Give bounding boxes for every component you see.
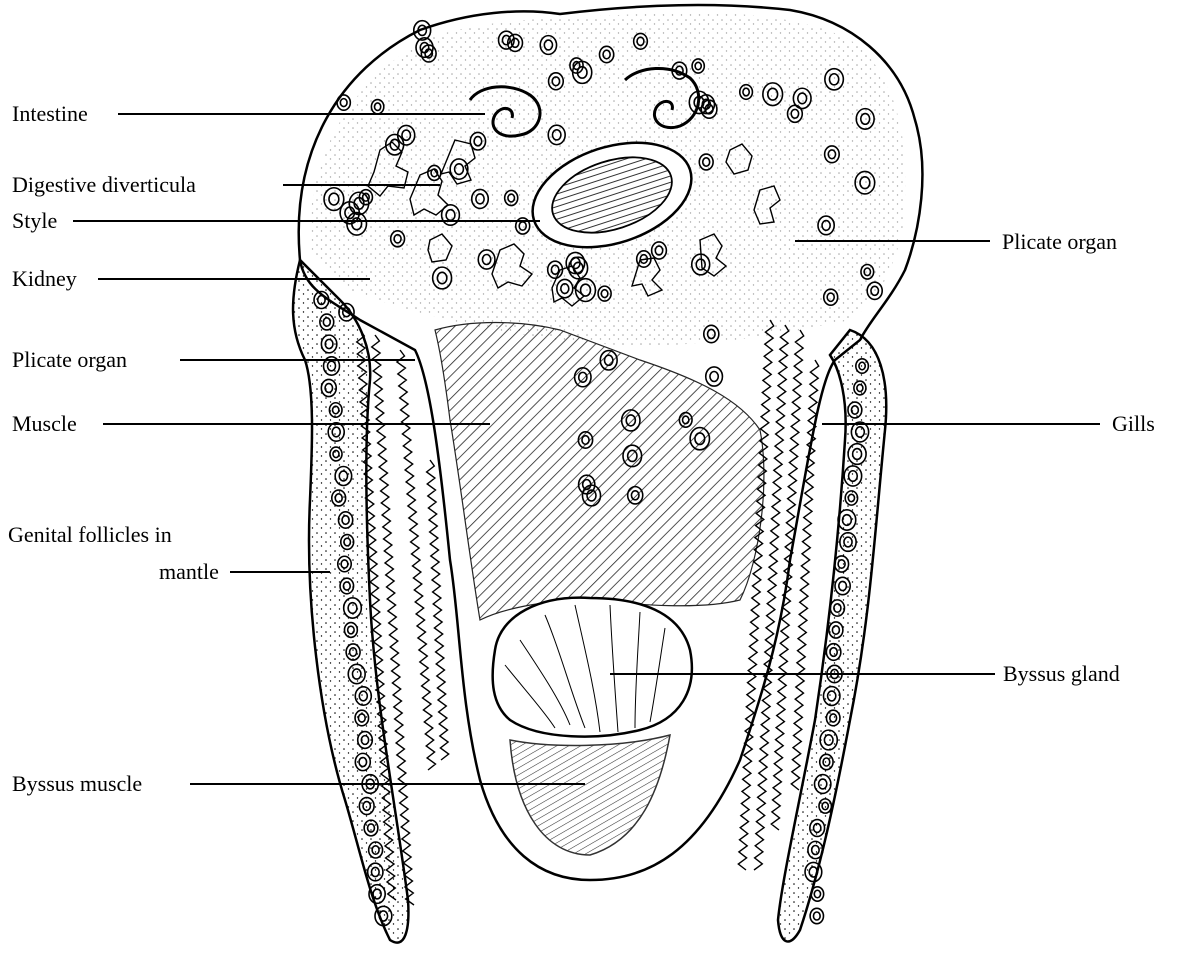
label-genital-follicles-line2: mantle [159, 560, 219, 584]
label-kidney: Kidney [12, 267, 77, 291]
label-genital-follicles-line1: Genital follicles in [8, 523, 172, 547]
label-plicate-organ-left: Plicate organ [12, 348, 127, 372]
label-digestive-diverticula: Digestive diverticula [12, 173, 196, 197]
label-gills: Gills [1112, 412, 1155, 436]
label-muscle: Muscle [12, 412, 77, 436]
label-byssus-gland: Byssus gland [1003, 662, 1120, 686]
label-byssus-muscle: Byssus muscle [12, 772, 142, 796]
byssus-gland [493, 598, 692, 737]
label-plicate-organ-right: Plicate organ [1002, 230, 1117, 254]
label-style: Style [12, 209, 57, 233]
label-intestine: Intestine [12, 102, 88, 126]
